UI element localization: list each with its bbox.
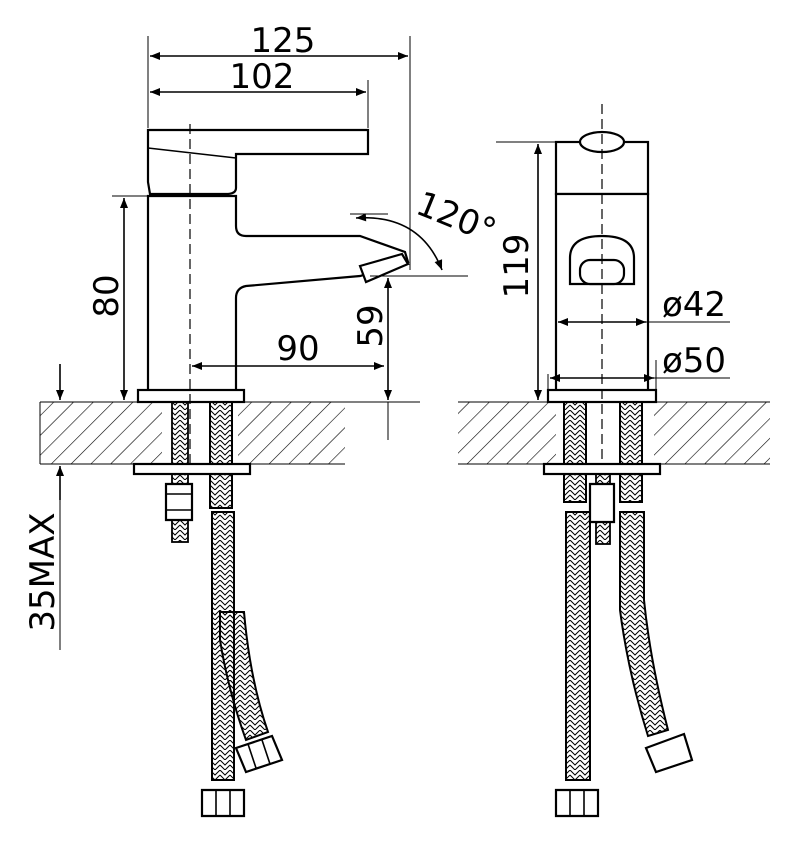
dim-dia42: ø42 <box>662 285 726 325</box>
dim-125: 125 <box>251 21 316 61</box>
front-view: 119 ø42 ø50 <box>458 104 770 818</box>
lever-handle-side <box>146 128 370 196</box>
dim-59: 59 <box>351 304 391 347</box>
dim-80: 80 <box>87 274 127 317</box>
hose-nut-right-a <box>554 788 600 818</box>
hose-nut-right-b <box>644 732 694 774</box>
dim-35max: 35MAX <box>23 512 63 631</box>
flex-hose-right-b <box>619 511 670 738</box>
dim-102: 102 <box>230 57 295 97</box>
side-view: 125 102 80 59 90 120° 35MAX <box>23 21 502 818</box>
fixing-nut <box>164 482 194 522</box>
dim-dia50: ø50 <box>662 341 726 381</box>
hose-nut-left-a <box>200 788 246 818</box>
hose-nut-left-b <box>234 734 284 774</box>
mounting-plate-front <box>542 462 662 476</box>
flex-hose-right-a <box>565 511 591 781</box>
dim-119: 119 <box>497 234 537 299</box>
dim-90: 90 <box>276 329 319 369</box>
flex-hose-left-b <box>219 611 270 742</box>
mounting-plate-side <box>132 462 252 476</box>
base-plate-side <box>136 388 246 404</box>
